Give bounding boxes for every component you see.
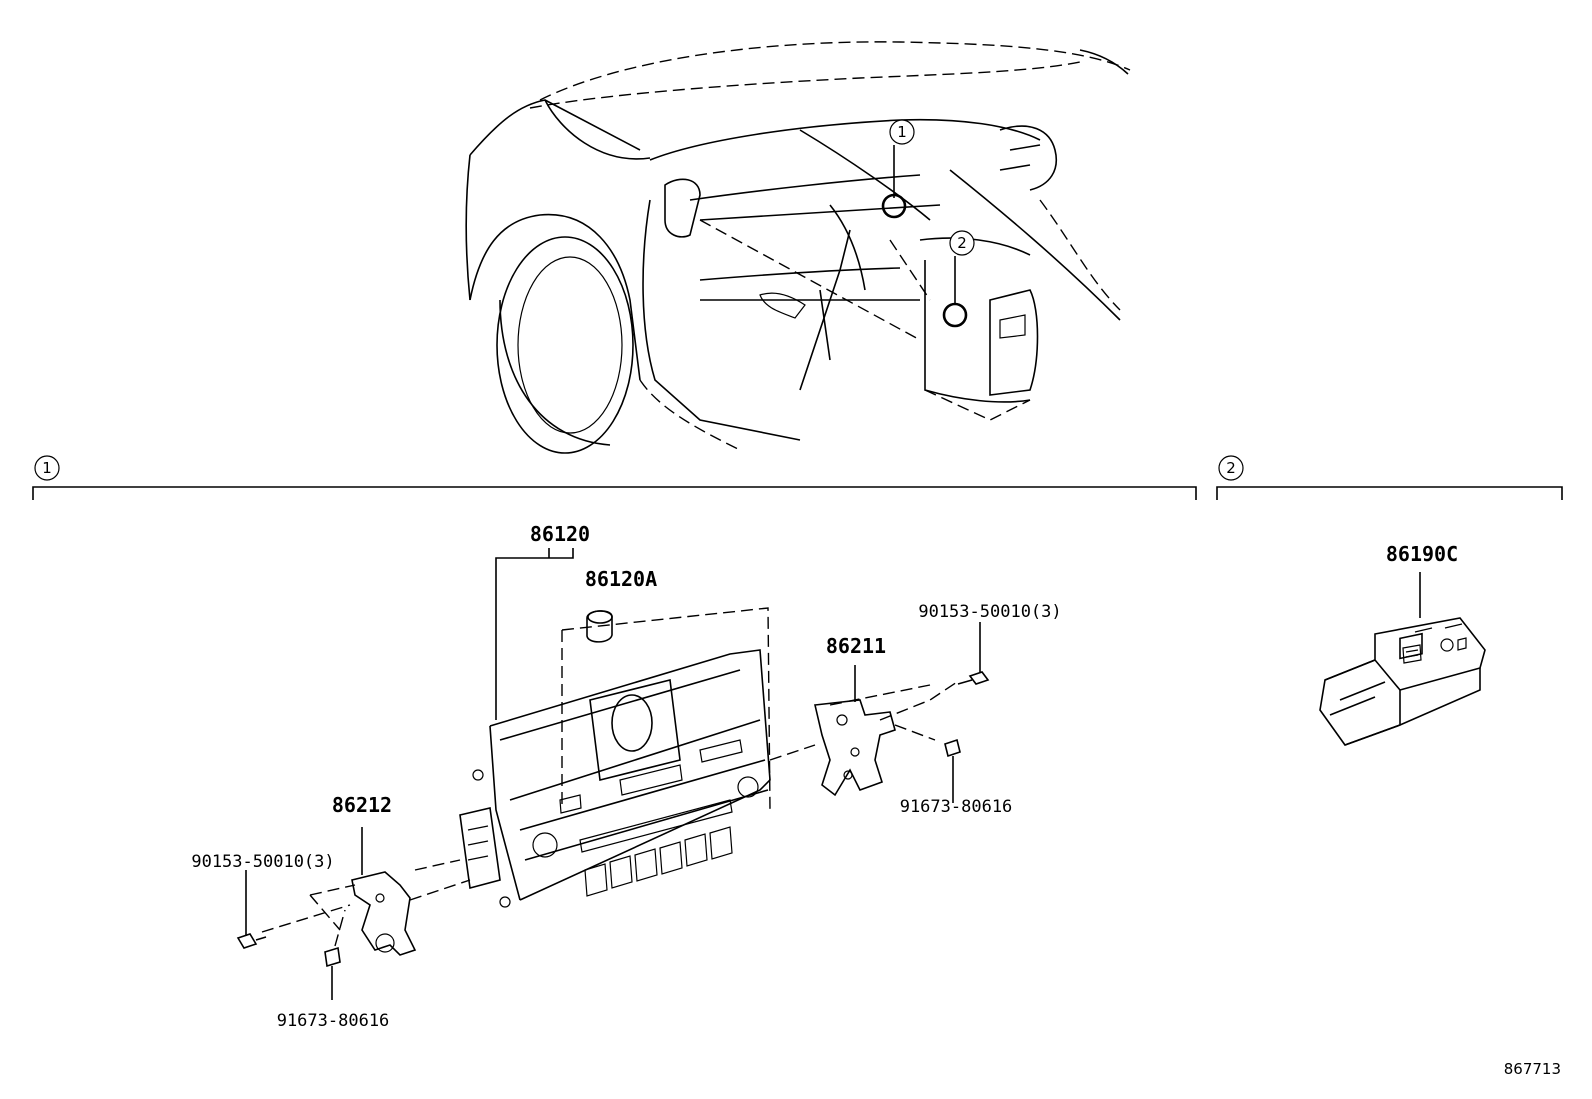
callout-2: 2 xyxy=(949,230,975,256)
label-86120A: 86120A xyxy=(585,567,657,591)
callout-1: 1 xyxy=(889,119,915,145)
label-clip-91673-right: 91673-80616 xyxy=(900,797,1013,817)
bracket-86212 xyxy=(261,827,471,956)
radio-control-panel-assembly xyxy=(459,548,771,908)
label-clip-91673-left: 91673-80616 xyxy=(277,1011,390,1031)
control-buttons-row xyxy=(584,826,733,897)
section-1-marker: 1 xyxy=(42,459,52,477)
callout-1-label: 1 xyxy=(897,123,907,141)
bolt-90153-right xyxy=(957,622,990,685)
bracket-86211 xyxy=(769,665,961,797)
label-86212: 86212 xyxy=(332,793,392,817)
section-2-bracket: 2 xyxy=(1216,455,1563,500)
label-86120: 86120 xyxy=(530,522,590,546)
clip-91673-left xyxy=(324,909,346,1000)
diagram-reference-number: 867713 xyxy=(1504,1060,1561,1078)
usb-socket-86190c xyxy=(1319,572,1486,746)
section-1-bracket: 1 xyxy=(32,455,1197,500)
clip-91673-right xyxy=(944,738,961,803)
label-bolt-90153-right: 90153-50010(3) xyxy=(918,602,1061,622)
label-86190C: 86190C xyxy=(1386,542,1458,566)
callout-2-label: 2 xyxy=(957,234,967,252)
label-bolt-90153-left: 90153-50010(3) xyxy=(191,852,334,872)
bolt-90153-left xyxy=(236,870,267,949)
vehicle-interior-illustration xyxy=(465,41,1131,454)
section-2-marker: 2 xyxy=(1226,459,1236,477)
label-86211: 86211 xyxy=(826,634,886,658)
